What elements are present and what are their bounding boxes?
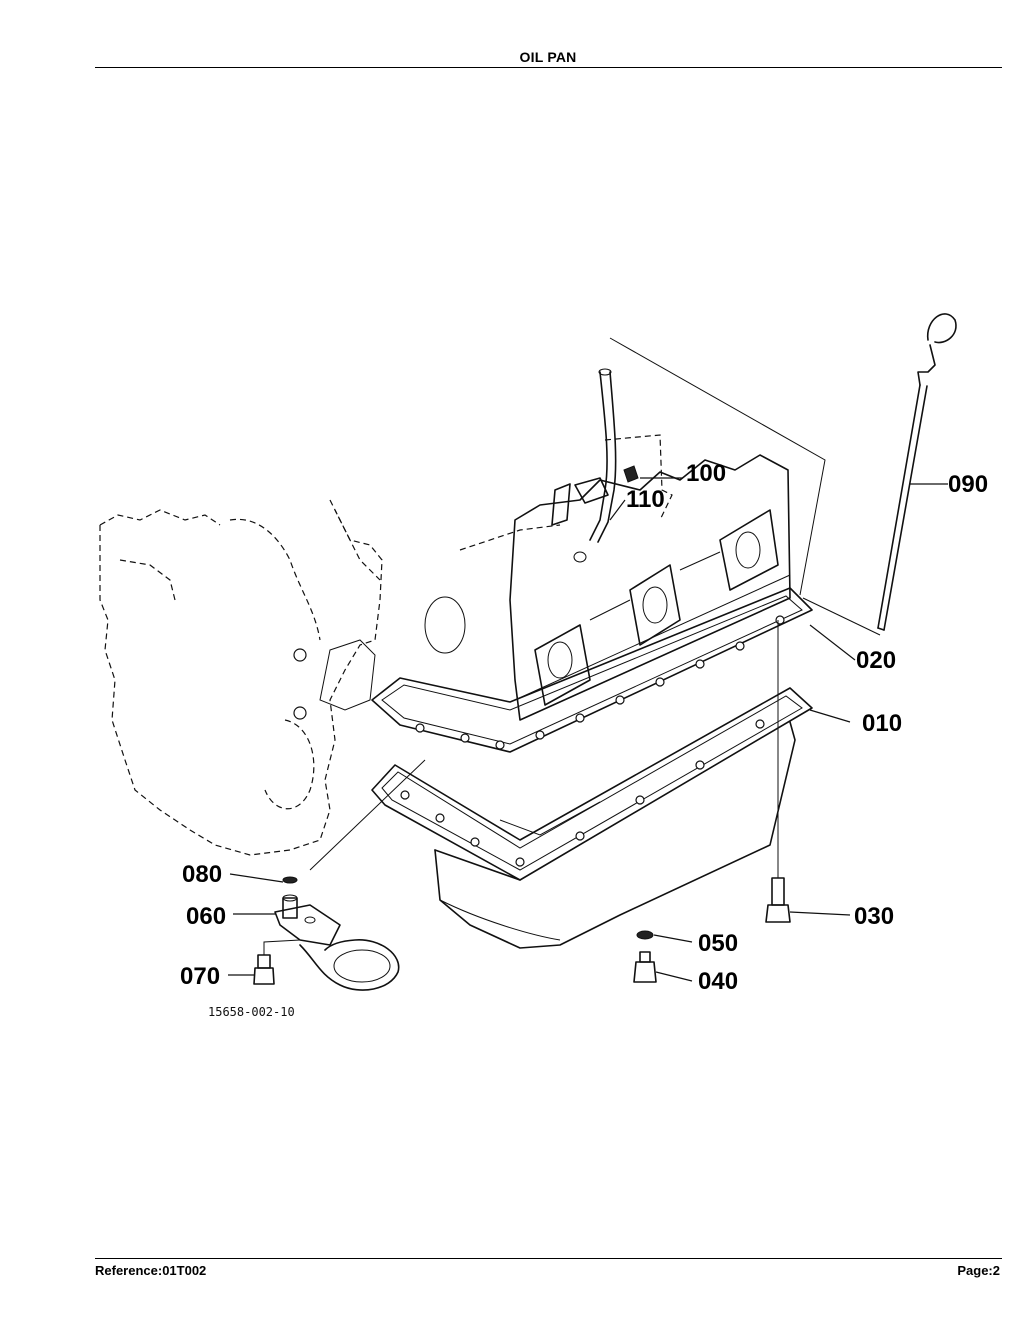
oil-pan-gasket xyxy=(371,587,813,753)
drawing-code: 15658-002-10 xyxy=(208,1005,295,1019)
gasket-reference-line xyxy=(802,597,881,636)
footer-rule xyxy=(95,1258,1002,1259)
strainer-alignment-line xyxy=(309,759,426,871)
bolt-070-alignment-line xyxy=(263,939,301,955)
oil-pipe xyxy=(551,368,673,563)
callout-020: 020 xyxy=(856,647,896,674)
footer-page-number: Page:2 xyxy=(957,1263,1000,1278)
engine-block-outline xyxy=(99,499,561,856)
callout-010: 010 xyxy=(862,710,902,737)
oil-strainer xyxy=(253,876,400,991)
callout-100: 100 xyxy=(686,460,726,487)
drain-plug xyxy=(633,930,657,983)
callout-040: 040 xyxy=(698,968,738,995)
leader-lines xyxy=(228,477,948,982)
page-title: OIL PAN xyxy=(519,49,577,65)
callout-110: 110 xyxy=(626,486,665,513)
dipstick xyxy=(877,313,957,631)
callout-050: 050 xyxy=(698,930,738,957)
callout-080: 080 xyxy=(182,861,222,888)
bolt-030 xyxy=(765,877,791,923)
header-rule xyxy=(95,67,1002,68)
cylinder-block xyxy=(509,454,791,721)
callout-090: 090 xyxy=(948,471,988,498)
dipstick-guide-line xyxy=(609,337,826,596)
callout-060: 060 xyxy=(186,903,226,930)
oil-pan xyxy=(371,687,813,949)
callout-030: 030 xyxy=(854,903,894,930)
footer-reference: Reference:01T002 xyxy=(95,1263,207,1278)
callout-070: 070 xyxy=(180,963,220,990)
